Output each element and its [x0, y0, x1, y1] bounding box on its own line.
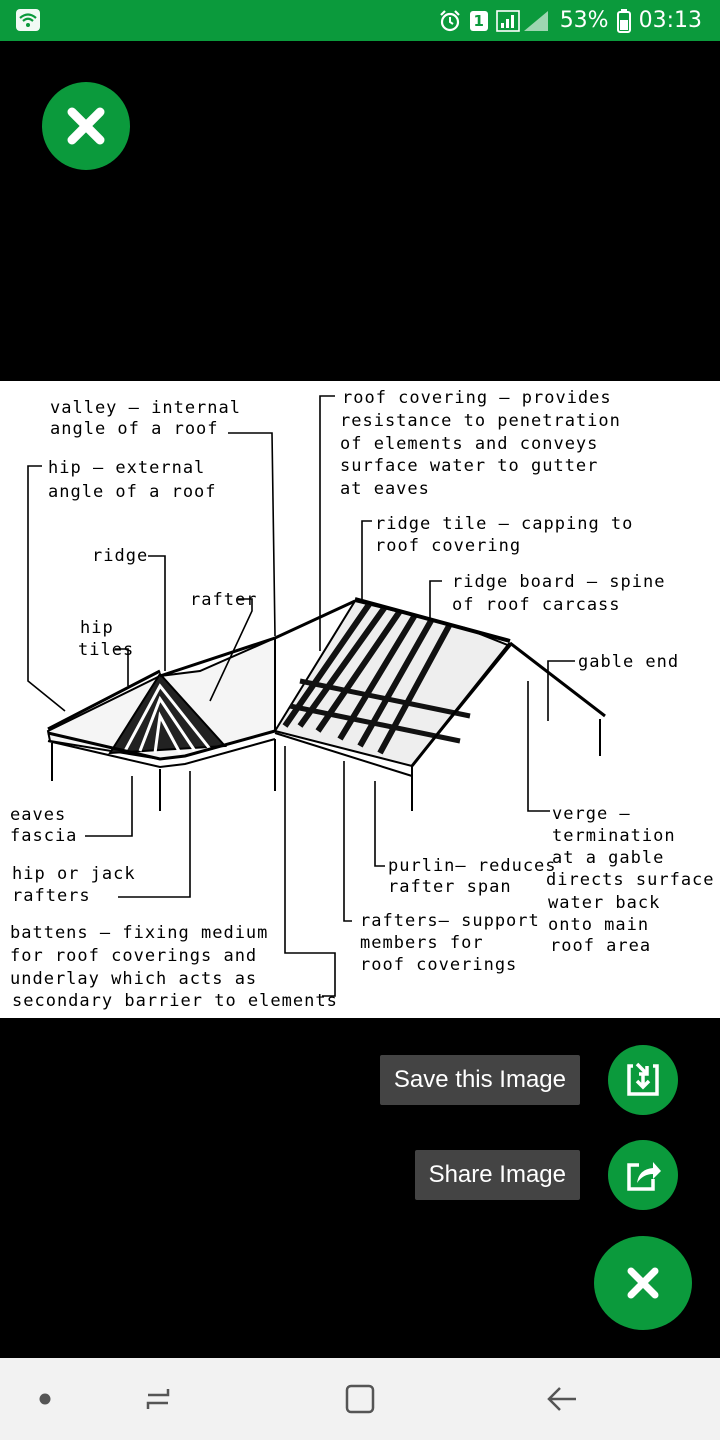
wifi-icon	[16, 9, 40, 31]
svg-text:tiles: tiles	[78, 640, 134, 660]
alarm-icon	[439, 9, 460, 31]
home-button[interactable]	[320, 1358, 400, 1440]
save-icon	[627, 1062, 659, 1096]
back-button[interactable]	[522, 1358, 602, 1440]
svg-text:ridge tile – capping to: ridge tile – capping to	[375, 514, 633, 534]
svg-text:roof covering – provides: roof covering – provides	[342, 388, 612, 408]
signal-icon	[495, 9, 548, 32]
save-image-action[interactable]: Save this Image	[379, 1045, 678, 1115]
status-time: 03:13	[638, 8, 702, 33]
save-image-button[interactable]	[608, 1045, 678, 1115]
svg-text:gable end: gable end	[578, 652, 679, 672]
home-icon	[345, 1384, 375, 1414]
svg-text:angle of a roof: angle of a roof	[48, 482, 217, 502]
svg-text:rafter: rafter	[190, 590, 257, 610]
svg-text:hip: hip	[80, 618, 114, 638]
svg-text:onto main: onto main	[548, 915, 649, 935]
image-panel[interactable]: valley – internal angle of a roof hip – …	[0, 381, 720, 1018]
svg-text:roof coverings: roof coverings	[360, 955, 517, 975]
svg-text:roof area: roof area	[550, 936, 651, 956]
svg-text:surface water to gutter: surface water to gutter	[340, 456, 598, 476]
svg-text:fascia: fascia	[10, 826, 77, 846]
svg-text:resistance to penetration: resistance to penetration	[340, 411, 621, 431]
svg-text:roof covering: roof covering	[375, 536, 521, 556]
svg-text:water back: water back	[548, 893, 660, 913]
svg-text:secondary barrier to elements: secondary barrier to elements	[12, 991, 338, 1011]
svg-text:verge –: verge –	[552, 804, 631, 824]
svg-text:battens – fixing medium: battens – fixing medium	[10, 923, 268, 943]
close-viewer-button[interactable]	[42, 82, 130, 170]
share-image-button[interactable]	[608, 1140, 678, 1210]
share-image-action[interactable]: Share Image	[414, 1140, 678, 1210]
share-icon	[627, 1162, 661, 1191]
status-bar: 1 53% 03:13	[0, 0, 720, 41]
svg-text:purlin– reduces: purlin– reduces	[388, 856, 557, 876]
svg-text:ridge board – spine: ridge board – spine	[452, 572, 665, 592]
dot-icon	[39, 1393, 51, 1405]
sim-icon: 1	[469, 10, 488, 31]
share-image-label[interactable]: Share Image	[414, 1150, 580, 1200]
nav-dot-button[interactable]	[5, 1358, 85, 1440]
svg-text:eaves: eaves	[10, 805, 66, 825]
diagram-labels: valley – internal angle of a roof hip – …	[10, 388, 715, 1011]
svg-text:for roof coverings and: for roof coverings and	[10, 946, 257, 966]
svg-text:of elements and conveys: of elements and conveys	[340, 434, 598, 454]
svg-text:ridge: ridge	[92, 546, 148, 566]
recent-apps-button[interactable]	[118, 1358, 198, 1440]
navigation-bar	[0, 1358, 720, 1440]
close-menu-fab[interactable]	[594, 1236, 692, 1330]
svg-text:at eaves: at eaves	[340, 479, 430, 499]
svg-text:underlay which acts as: underlay which acts as	[10, 969, 257, 989]
svg-text:rafters– support: rafters– support	[360, 911, 540, 931]
close-icon	[67, 107, 105, 145]
close-icon	[627, 1267, 659, 1299]
roof-diagram: valley – internal angle of a roof hip – …	[10, 388, 715, 1011]
status-right: 1 53% 03:13	[438, 0, 702, 41]
svg-text:rafters: rafters	[12, 886, 91, 906]
svg-text:members for: members for	[360, 933, 484, 953]
save-image-label[interactable]: Save this Image	[379, 1055, 580, 1105]
svg-text:of roof carcass: of roof carcass	[452, 595, 621, 615]
recent-apps-icon	[146, 1389, 170, 1409]
svg-text:angle of a roof: angle of a roof	[50, 419, 219, 439]
svg-text:directs surface: directs surface	[546, 870, 715, 890]
svg-text:valley – internal: valley – internal	[50, 398, 241, 418]
back-icon	[547, 1387, 576, 1411]
svg-text:rafter span: rafter span	[388, 877, 512, 897]
roof-drawing	[46, 597, 606, 811]
svg-text:termination: termination	[552, 826, 676, 846]
battery-icon	[616, 8, 631, 33]
leader-lines	[27, 395, 575, 997]
svg-text:hip or jack: hip or jack	[12, 864, 136, 884]
svg-text:hip – external: hip – external	[48, 458, 205, 478]
battery-percent: 53%	[559, 8, 609, 33]
svg-text:at a gable: at a gable	[552, 848, 664, 868]
